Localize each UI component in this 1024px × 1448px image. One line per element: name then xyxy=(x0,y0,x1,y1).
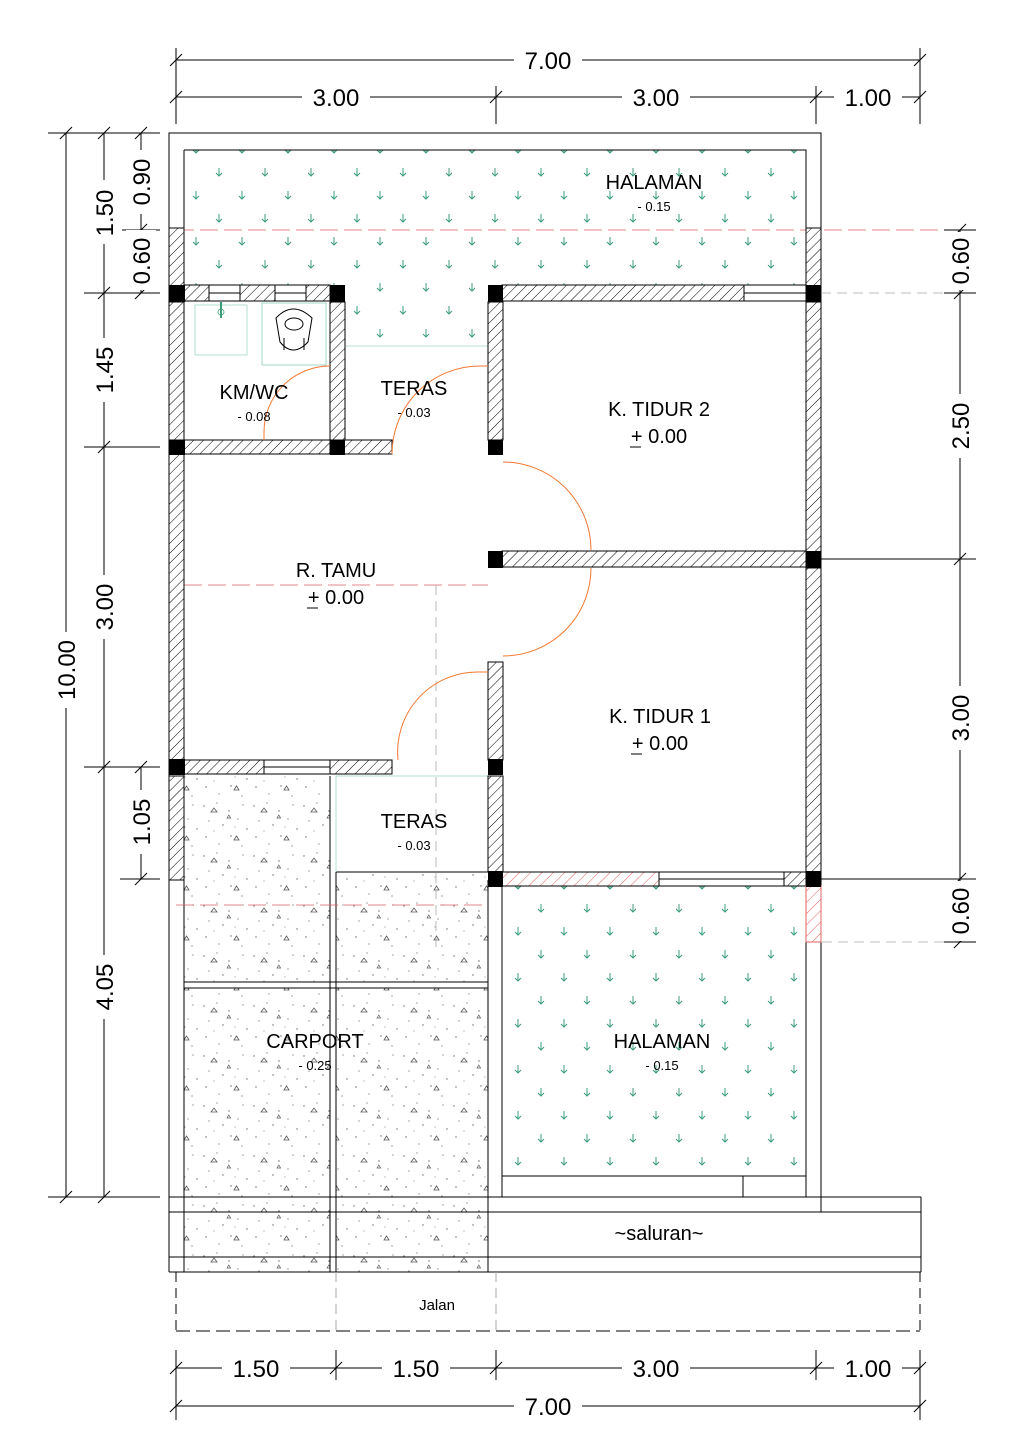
label-teras-back: TERAS xyxy=(381,378,448,400)
label-halaman-front: HALAMAN xyxy=(614,1031,711,1053)
dim-left-1: 1.50 xyxy=(92,190,119,237)
dim-left-4: 1.05 xyxy=(129,799,156,846)
dim-right-2: 2.50 xyxy=(948,403,975,450)
dim-top-seg-2: 3.00 xyxy=(633,85,680,112)
dim-top-seg-3: 1.00 xyxy=(845,85,892,112)
label-carport: CARPORT xyxy=(266,1031,363,1053)
dim-top-total: 7.00 xyxy=(525,48,572,75)
level-halaman-front: - 0.15 xyxy=(645,1058,678,1073)
columns xyxy=(169,285,821,887)
carport-area-3 xyxy=(184,988,330,1272)
dim-right-3: 3.00 xyxy=(948,695,975,742)
level-teras-front: - 0.03 xyxy=(397,838,430,853)
level-tamu: + 0.00 xyxy=(308,587,364,609)
dim-bottom-seg-2: 1.50 xyxy=(393,1356,440,1383)
dim-bottom-total: 7.00 xyxy=(525,1394,572,1421)
halaman-front-area xyxy=(502,886,806,1176)
carport-area-4 xyxy=(336,988,488,1272)
dim-left-5: 4.05 xyxy=(92,964,119,1011)
level-tidur2: + 0.00 xyxy=(631,426,687,448)
dim-left-3: 3.00 xyxy=(92,584,119,631)
center-lines xyxy=(176,229,960,906)
dim-bottom-seg-4: 1.00 xyxy=(845,1356,892,1383)
label-tidur1: K. TIDUR 1 xyxy=(609,706,711,728)
dim-top-seg-1: 3.00 xyxy=(313,85,360,112)
squat-toilet xyxy=(261,302,327,366)
halaman-back-area xyxy=(184,150,808,288)
label-jalan: Jalan xyxy=(419,1297,455,1314)
level-carport: - 0.25 xyxy=(298,1058,331,1073)
level-kmwc: - 0.08 xyxy=(237,409,270,424)
level-teras-back: - 0.03 xyxy=(397,405,430,420)
label-kmwc: KM/WC xyxy=(220,382,289,404)
road xyxy=(175,1272,921,1332)
dim-left-inner-2: 0.60 xyxy=(129,238,156,285)
dim-left-2: 1.45 xyxy=(92,347,119,394)
dimension-labels: 7.00 3.00 3.00 1.00 1.50 1.50 3.00 1.00 … xyxy=(51,44,975,1421)
carport-area xyxy=(184,776,330,982)
label-tidur2: K. TIDUR 2 xyxy=(608,399,710,421)
carport-area-2 xyxy=(336,872,488,982)
dim-left-inner-1: 0.90 xyxy=(129,159,156,206)
level-tidur1: + 0.00 xyxy=(632,733,688,755)
dim-right-4: 0.60 xyxy=(948,888,975,935)
sink-fixture xyxy=(194,302,248,356)
dim-right-1: 0.60 xyxy=(948,238,975,285)
dim-bottom-seg-3: 3.00 xyxy=(633,1356,680,1383)
grey-dash-lines xyxy=(435,292,960,950)
level-halaman-back: - 0.15 xyxy=(637,199,670,214)
dim-left-total: 10.00 xyxy=(54,640,81,700)
label-saluran: ~saluran~ xyxy=(615,1223,704,1245)
dim-bottom-seg-1: 1.50 xyxy=(233,1356,280,1383)
label-teras-front: TERAS xyxy=(381,811,448,833)
label-halaman-back: HALAMAN xyxy=(606,172,703,194)
doors xyxy=(263,365,592,761)
halaman-back-area-2 xyxy=(346,288,488,346)
label-tamu: R. TAMU xyxy=(296,560,376,582)
